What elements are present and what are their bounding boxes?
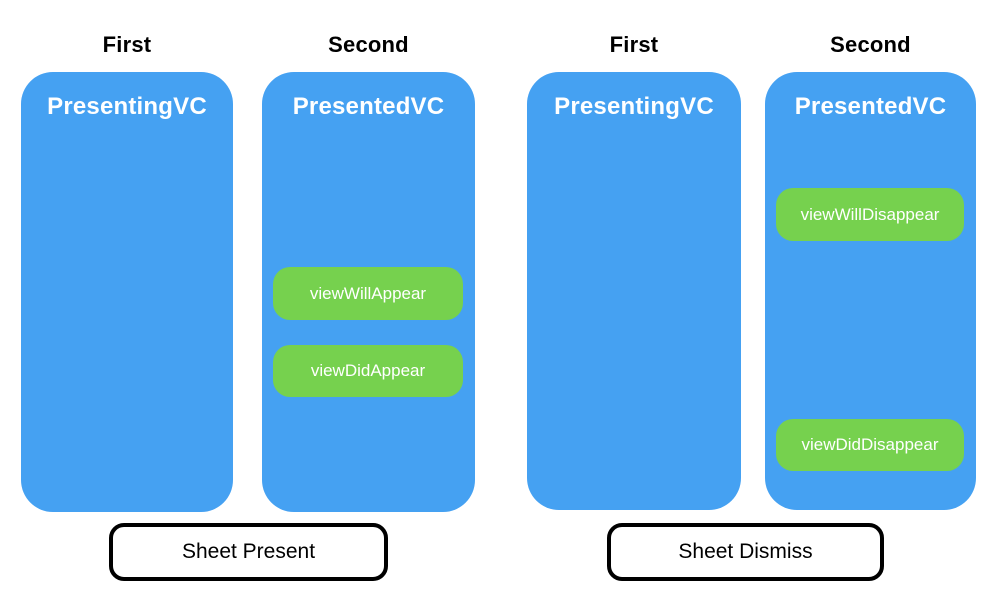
presented-vc-title: PresentedVC <box>794 93 947 120</box>
panel-sheet-dismiss: First Second PresentingVC PresentedVC vi… <box>527 0 976 608</box>
presenting-vc-title: PresentingVC <box>554 93 714 120</box>
sheet-present-button[interactable]: Sheet Present <box>109 523 388 581</box>
presenting-vc-title: PresentingVC <box>47 93 207 120</box>
column-header-first: First <box>609 32 659 57</box>
column-header-second: Second <box>328 32 409 57</box>
presented-vc-title: PresentedVC <box>292 93 445 120</box>
column-header-second: Second <box>830 32 911 57</box>
presenting-vc-card: PresentingVC <box>21 72 233 512</box>
presented-vc-card: PresentedVC viewWillAppear viewDidAppear <box>262 72 475 512</box>
lifecycle-badge-view-did-disappear: viewDidDisappear <box>776 419 964 471</box>
lifecycle-badge-view-will-disappear: viewWillDisappear <box>776 188 964 241</box>
panel-sheet-present: First Second PresentingVC PresentedVC vi… <box>21 0 475 608</box>
presented-vc-card: PresentedVC viewWillDisappear viewDidDis… <box>765 72 976 510</box>
sheet-dismiss-button[interactable]: Sheet Dismiss <box>607 523 884 581</box>
lifecycle-badge-view-will-appear: viewWillAppear <box>273 267 463 320</box>
presenting-vc-card: PresentingVC <box>527 72 741 510</box>
lifecycle-badge-view-did-appear: viewDidAppear <box>273 345 463 397</box>
column-header-first: First <box>102 32 152 57</box>
